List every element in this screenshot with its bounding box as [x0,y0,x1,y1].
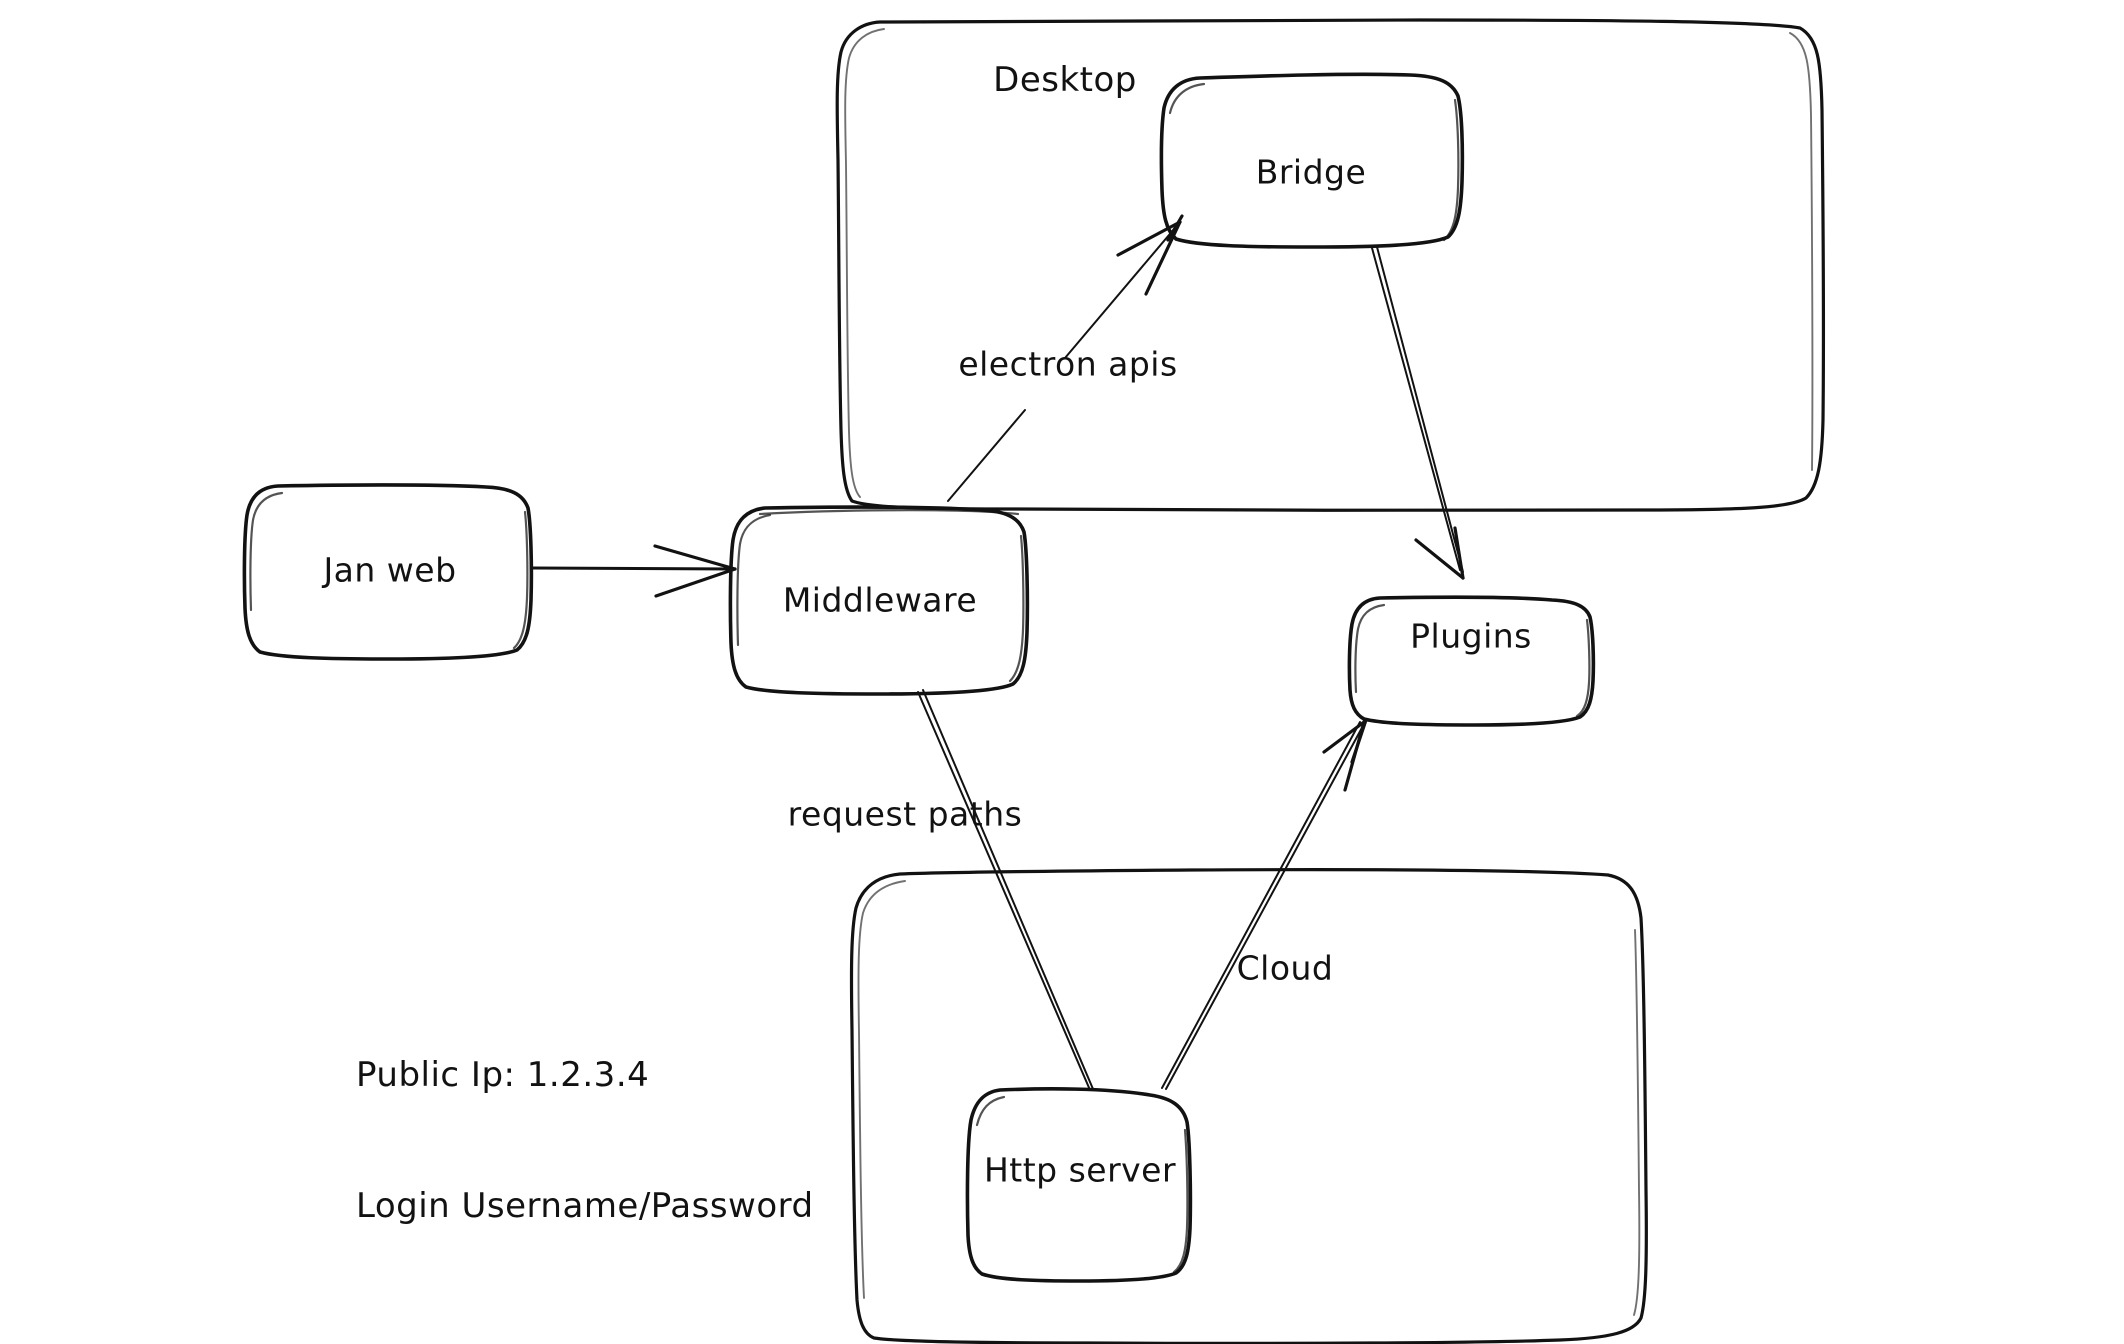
node-middleware[interactable] [731,507,1027,695]
node-http-server-outline[interactable] [965,1087,1193,1283]
node-bridge-outline[interactable] [1159,72,1465,249]
credentials-note-login: Login Username/Password [356,1185,814,1226]
edge-label-electron-apis: electron apis [958,344,1178,384]
node-http-server[interactable] [966,1088,1191,1282]
node-label-middleware: Middleware [782,580,978,620]
credentials-note: Public Ip: 1.2.3.4 Login Username/Passwo… [356,967,814,1315]
edge-label-request-paths: request paths [787,794,1023,834]
edge-janweb-to-middleware [531,544,737,598]
node-middleware-outline[interactable] [728,505,1030,696]
node-plugins[interactable] [1349,596,1594,726]
node-jan-web[interactable] [246,485,532,660]
node-plugins-outline[interactable] [1347,595,1596,727]
group-server-outline [849,868,1648,1344]
node-label-jan-web: Jan web [323,550,457,590]
edge-middleware-to-bridge [947,214,1184,502]
node-jan-web-outline[interactable] [242,483,534,661]
edge-label-cloud: Cloud [1236,948,1334,988]
group-label-desktop: Desktop [993,60,1137,100]
credentials-note-public-ip: Public Ip: 1.2.3.4 [356,1055,650,1096]
node-bridge[interactable] [1161,74,1463,248]
node-label-http-server: Http server [983,1150,1177,1190]
edge-httpserver-to-plugins [1161,718,1368,1090]
node-label-bridge: Bridge [1255,152,1367,192]
group-desktop-outline [835,18,1826,513]
node-label-plugins: Plugins [1410,616,1532,656]
edge-bridge-to-plugins [1371,246,1465,580]
edge-middleware-to-httpserver [917,689,1094,1091]
